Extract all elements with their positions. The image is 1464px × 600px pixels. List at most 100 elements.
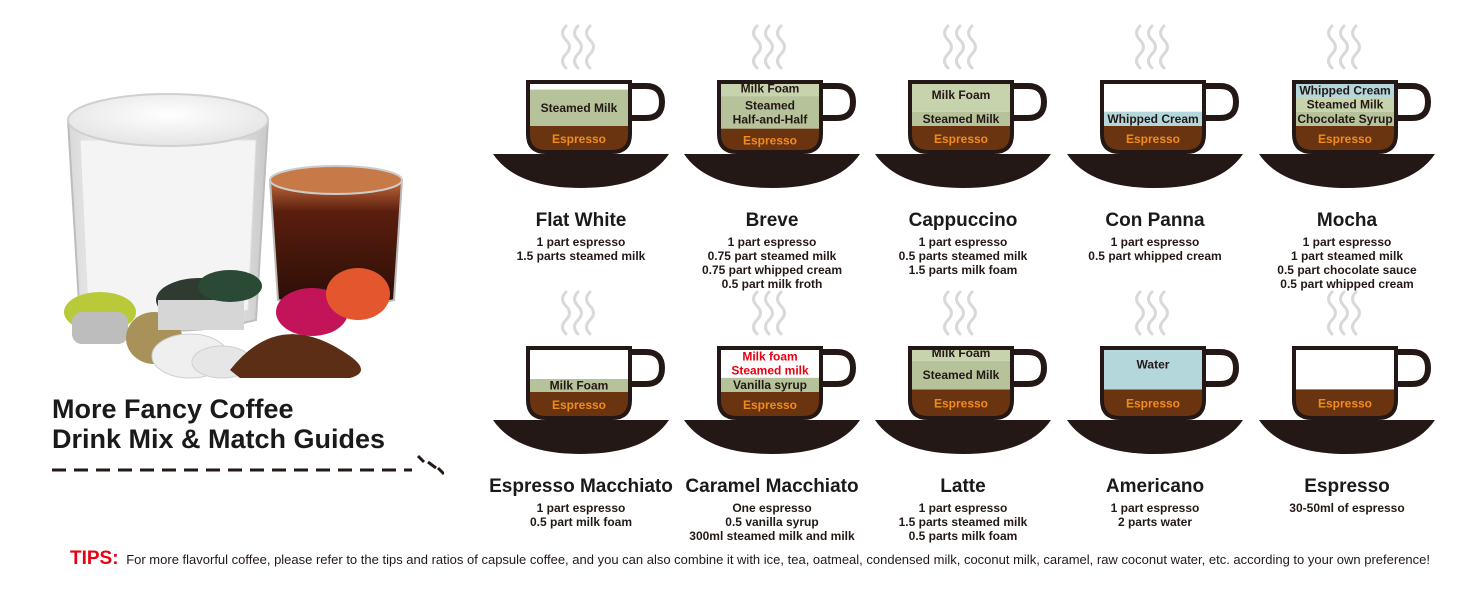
tips-footer: TIPS: For more flavorful coffee, please … (70, 548, 1450, 570)
steam-icon (752, 24, 786, 70)
cup-handle (1012, 349, 1048, 387)
cup-layer (528, 379, 630, 392)
cup-layer (719, 82, 821, 97)
cup-handle (821, 349, 857, 387)
cup-layer (719, 377, 821, 392)
cup-handle (1012, 83, 1048, 121)
cup-layer (1294, 83, 1396, 98)
cup-layer (719, 96, 821, 129)
cup-outline (1292, 80, 1398, 154)
page-title-line-1: More Fancy Coffee (52, 394, 294, 424)
steam-icon (943, 24, 977, 70)
steam-icon (1135, 290, 1169, 336)
steam-icon (1327, 24, 1361, 70)
recipe-line: 0.5 part chocolate sauce (1277, 263, 1417, 277)
tips-label: TIPS: (70, 548, 119, 569)
cup-layer-label: Espresso (743, 133, 797, 147)
recipe-line: 1.5 parts milk foam (908, 263, 1018, 277)
recipe-line: 1 part espresso (1302, 235, 1392, 249)
recipe-line: 0.75 part whipped cream (701, 263, 843, 277)
saucer (684, 420, 860, 454)
cup-layer-label: Steamed Milk (923, 112, 1000, 126)
cup-layer (910, 389, 1012, 418)
cup-handle (630, 349, 666, 387)
cup-layer-label: Milk Foam (932, 88, 991, 102)
coffee-products-illustration (64, 93, 404, 379)
recipe-line: 300ml steamed milk and milk (689, 529, 855, 543)
cup-layer-label: Espresso (552, 132, 606, 146)
cup-layer (1294, 111, 1396, 126)
drink-card-espresso: Espresso Espresso 30-50ml of espresso (1252, 286, 1442, 536)
cup-layer-label: Steamed milk (731, 364, 809, 378)
cup-layer-label: Espresso (1318, 132, 1372, 146)
saucer (493, 420, 669, 454)
drink-name: Espresso Macchiato (489, 476, 673, 497)
recipe-line: 0.5 part milk froth (721, 277, 823, 291)
cup-outline (1292, 346, 1398, 420)
drink-recipe: 30-50ml of espresso (1227, 501, 1464, 515)
recipe-line: 1.5 parts steamed milk (516, 249, 646, 263)
cup-illustration: Espresso Steamed Milk Milk Foam (875, 24, 1051, 188)
cup-layer (910, 348, 1012, 361)
saucer (493, 154, 669, 188)
cup-outline (717, 80, 823, 154)
dashed-divider (52, 454, 444, 476)
cup-outline (1100, 80, 1206, 154)
cup-layer-label: Steamed Milk (1307, 98, 1384, 112)
cup-outline (717, 346, 823, 420)
recipe-line: 1 part espresso (536, 501, 626, 515)
cup-layer-label: Whipped Cream (1299, 83, 1390, 97)
cup-layer-label: Water (1137, 358, 1170, 372)
cup-outline (908, 346, 1014, 420)
drink-name: Espresso (1304, 476, 1390, 497)
saucer (1259, 154, 1435, 188)
coffee-capsules (64, 268, 390, 379)
recipe-line: 1 part espresso (918, 235, 1008, 249)
cup-layer (1102, 111, 1204, 126)
recipe-line: 0.75 part steamed milk (707, 249, 837, 263)
recipe-line: 1 part espresso (918, 501, 1008, 515)
recipe-line: 0.5 part whipped cream (1088, 249, 1222, 263)
recipe-line: 30-50ml of espresso (1289, 501, 1405, 515)
cup-handle (821, 83, 857, 121)
recipe-line: 1 part espresso (1110, 235, 1200, 249)
cup-layer-label: Espresso (934, 132, 988, 146)
cup-handle (1396, 349, 1432, 387)
drink-name: Americano (1105, 476, 1205, 497)
cup-layer (910, 126, 1012, 152)
cup-layer (719, 392, 821, 418)
page-title-line-2: Drink Mix & Match Guides (52, 424, 386, 454)
cup-layer (1102, 389, 1204, 418)
recipe-line: 0.5 part whipped cream (1280, 277, 1414, 291)
saucer (684, 154, 860, 188)
cup-handle (1204, 349, 1240, 387)
drink-name: Latte (940, 476, 986, 497)
cup-handle (1204, 83, 1240, 121)
cup-layer (1294, 97, 1396, 112)
cup-layer (1294, 126, 1396, 152)
drink-name: Mocha (1316, 210, 1378, 231)
ground-coffee-pile (230, 334, 361, 378)
cup-layer-label: Espresso (552, 398, 606, 412)
cup-layer (719, 128, 821, 152)
recipe-line: 2 parts water (1117, 515, 1193, 529)
recipe-line: 0.5 parts steamed milk (898, 249, 1028, 263)
